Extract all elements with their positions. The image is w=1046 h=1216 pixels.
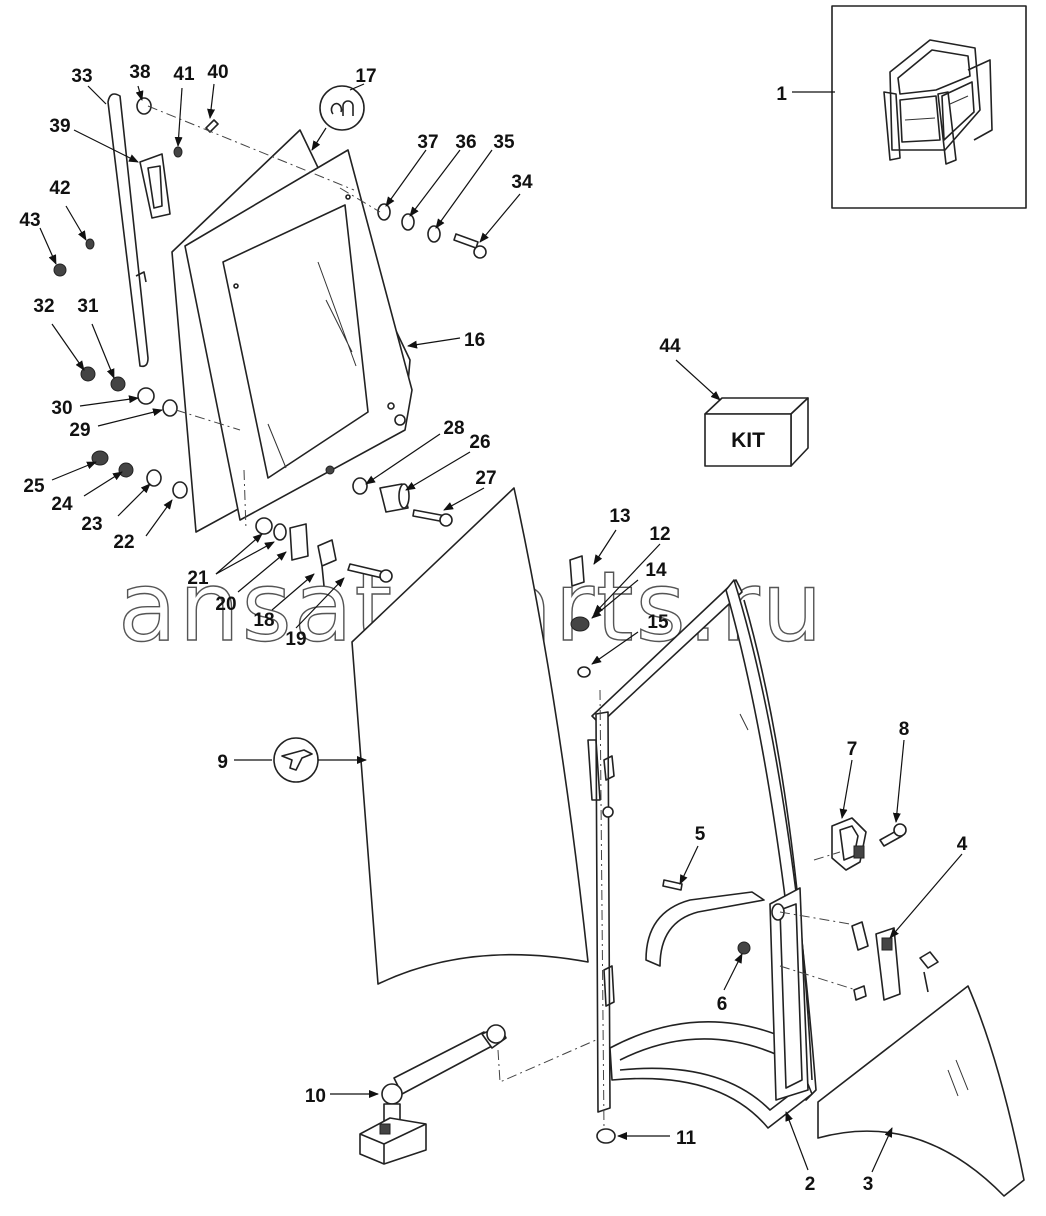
lower-glass <box>817 985 1025 1197</box>
callout-11: 11 <box>676 1128 697 1149</box>
callout-29: 29 <box>69 420 90 441</box>
callout-14: 14 <box>645 560 667 581</box>
callout-16: 16 <box>464 330 485 351</box>
callout-37: 37 <box>417 132 438 153</box>
callout-numbers: 1 2 3 4 5 6 7 8 9 10 11 12 13 14 15 16 1… <box>19 62 967 1195</box>
callout-17: 17 <box>355 66 376 87</box>
callout-15: 15 <box>647 612 669 633</box>
callout-35: 35 <box>493 132 515 153</box>
kit-box: KIT <box>704 397 809 467</box>
callout-38: 38 <box>129 62 150 83</box>
hinges <box>831 817 939 1001</box>
callout-22: 22 <box>113 532 134 553</box>
door-glass <box>351 487 589 985</box>
leader-lines <box>39 83 963 1173</box>
support-bar <box>107 93 171 368</box>
gas-strut <box>359 1024 507 1165</box>
callout-26: 26 <box>469 432 490 453</box>
glass-symbol-icon <box>273 737 319 783</box>
callout-31: 31 <box>77 296 99 317</box>
callout-28: 28 <box>443 418 464 439</box>
callout-42: 42 <box>49 178 70 199</box>
callout-39: 39 <box>49 116 70 137</box>
callout-4: 4 <box>957 834 968 855</box>
callout-5: 5 <box>695 824 706 845</box>
callout-43: 43 <box>19 210 40 231</box>
callout-27: 27 <box>475 468 496 489</box>
rear-window-glass <box>171 129 413 533</box>
callout-36: 36 <box>455 132 476 153</box>
cab-inset-box <box>831 5 1027 209</box>
callout-1: 1 <box>776 84 787 105</box>
alignment-lines <box>147 105 857 1131</box>
callout-7: 7 <box>847 739 858 760</box>
callout-34: 34 <box>511 172 533 193</box>
callout-25: 25 <box>23 476 45 497</box>
hardware-parts <box>53 97 907 1144</box>
callout-12: 12 <box>649 524 670 545</box>
callout-6: 6 <box>717 994 728 1015</box>
callout-13: 13 <box>609 506 630 527</box>
callout-10: 10 <box>305 1086 326 1107</box>
kit-label: KIT <box>731 429 765 452</box>
callout-9: 9 <box>217 752 228 773</box>
callout-8: 8 <box>899 719 910 740</box>
hardware-symbol-icon <box>319 85 365 131</box>
callout-21: 21 <box>187 568 209 589</box>
callout-33: 33 <box>71 66 92 87</box>
callout-18: 18 <box>253 610 274 631</box>
callout-2: 2 <box>805 1174 816 1195</box>
tractor-cab-icon <box>883 39 993 165</box>
callout-3: 3 <box>863 1174 874 1195</box>
callout-19: 19 <box>285 629 306 650</box>
callout-24: 24 <box>51 494 73 515</box>
callout-41: 41 <box>173 64 195 85</box>
callout-20: 20 <box>215 594 236 615</box>
callout-44: 44 <box>659 336 681 357</box>
callout-32: 32 <box>33 296 54 317</box>
callout-23: 23 <box>81 514 102 535</box>
callout-30: 30 <box>51 398 72 419</box>
callout-40: 40 <box>207 62 228 83</box>
